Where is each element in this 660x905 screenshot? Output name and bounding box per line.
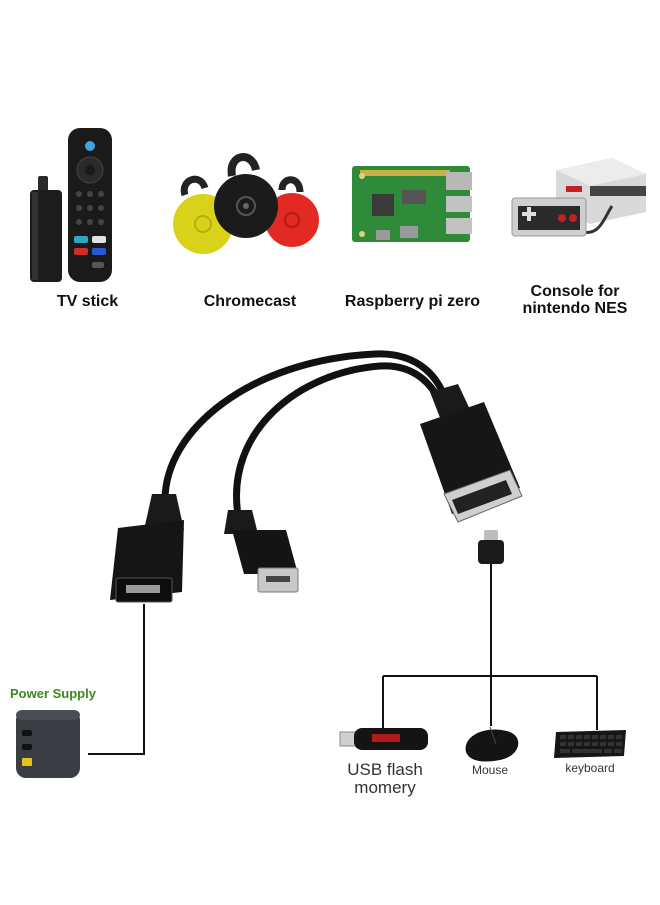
nes-console-label: Console for nintendo NES <box>522 283 628 317</box>
tv-stick-label: TV stick <box>56 293 119 310</box>
usb-c-adapter <box>478 530 504 564</box>
mouse-label: Mouse <box>471 763 509 777</box>
tv-stick-image <box>30 128 112 282</box>
raspberry-pi-label: Raspberry pi zero <box>344 293 481 310</box>
raspberry-pi-image <box>352 166 472 242</box>
keyboard-image <box>554 730 626 758</box>
connection-lines <box>88 564 598 755</box>
power-connection-line <box>88 604 145 755</box>
chromecast-image <box>173 153 319 254</box>
usb-a-female-connector <box>420 384 523 523</box>
keyboard-label: keyboard <box>565 761 615 775</box>
power-supply-label: Power Supply <box>10 686 96 701</box>
usb-flash-drive-image <box>339 728 428 750</box>
otg-splitter-cable <box>110 350 523 603</box>
mouse-image <box>465 726 519 762</box>
usb-flash-label: USB flash momery <box>347 760 423 797</box>
micro-usb-male-connector <box>224 510 299 593</box>
power-supply-image <box>16 710 80 778</box>
nes-console-image <box>511 158 646 237</box>
micro-usb-female-connector <box>110 494 184 603</box>
chromecast-label: Chromecast <box>203 293 297 310</box>
